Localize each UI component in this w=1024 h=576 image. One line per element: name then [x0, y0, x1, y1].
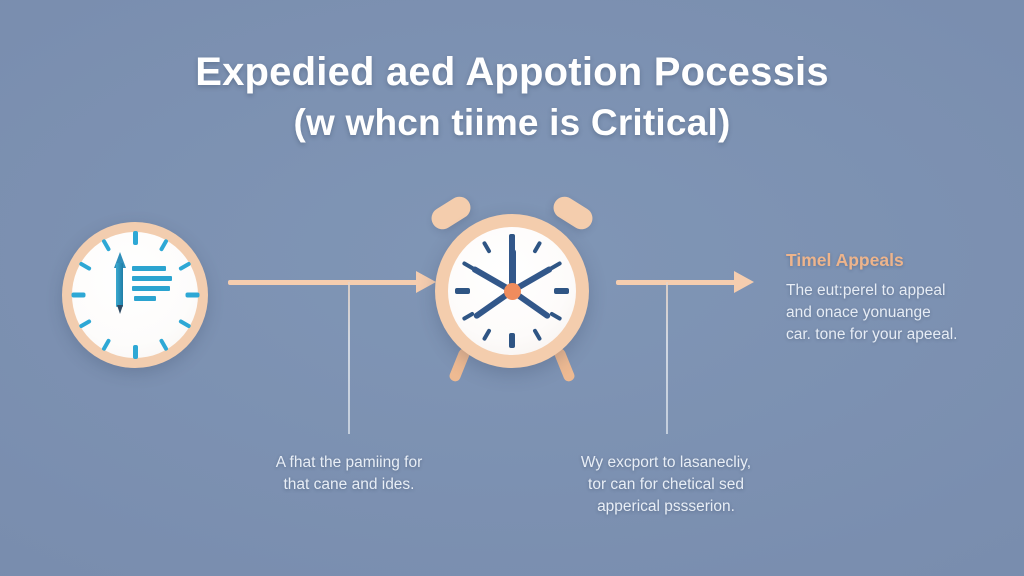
- step-caption-1: A fhat the pamiing for that cane and ide…: [236, 452, 462, 496]
- clock-center-dot: [503, 282, 521, 300]
- connector-line: [348, 282, 350, 434]
- caption-2-line-1: Wy excport to lasanecliy,: [580, 454, 752, 471]
- title-line-2: (w whcn tiime is Critical): [293, 102, 731, 143]
- step-caption-2: Wy excport to lasanecliy, tor can for ch…: [552, 452, 780, 518]
- right-body-line-1: The eut:perel to appeal: [786, 282, 946, 299]
- clock-face: [72, 232, 198, 358]
- right-block-heading: Timel Appeals: [786, 250, 904, 270]
- right-block-body: The eut:perel to appeal and onace yonuan…: [786, 280, 998, 346]
- clock-with-pen-and-document-icon: [62, 222, 208, 368]
- right-body-line-3: car. tone for your apeeal.: [786, 326, 958, 343]
- arrow-right-icon: [228, 271, 436, 293]
- alarm-clock-hands: [448, 227, 576, 355]
- clock-ticks: [62, 222, 208, 368]
- alarm-clock-icon: [427, 192, 597, 383]
- title-line-1: Expedied aed Appotion Pocessis: [195, 50, 829, 94]
- timely-appeals-block: Timel Appeals The eut:perel to appeal an…: [786, 248, 998, 346]
- caption-2-line-2: tor can for chetical sed: [588, 476, 744, 493]
- connector-line: [666, 282, 668, 434]
- document-lines-icon: [132, 266, 172, 306]
- caption-2-line-3: apperical pssserion.: [597, 498, 735, 515]
- caption-1-line-1: A fhat the pamiing for: [275, 454, 423, 471]
- right-body-line-2: and onace yonuange: [786, 304, 931, 321]
- page-title: Expedied aed Appotion Pocessis (w whcn t…: [0, 46, 1024, 148]
- arrow-right-icon: [616, 271, 762, 293]
- caption-1-line-2: that cane and ides.: [283, 476, 415, 493]
- pen-icon: [114, 252, 126, 314]
